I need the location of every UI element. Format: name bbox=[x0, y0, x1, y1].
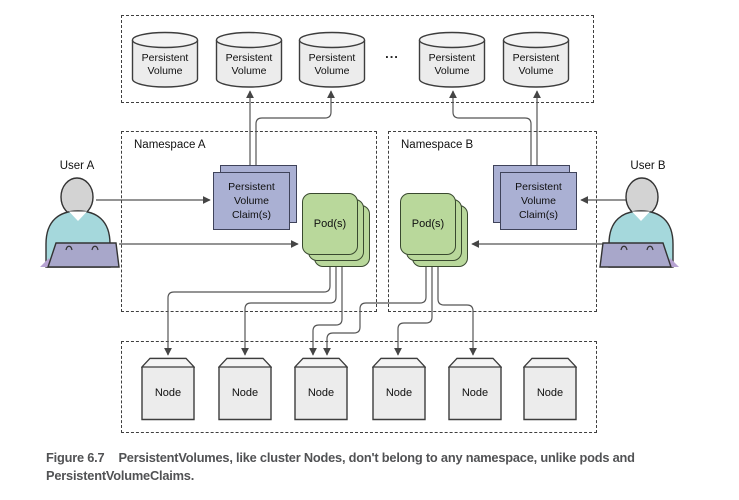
persistent-volume-3: Persistent Volume bbox=[298, 31, 366, 89]
arrow-pods-a-to-node3 bbox=[309, 258, 343, 356]
pvc-b-front-card: Persistent Volume Claim(s) bbox=[500, 172, 577, 230]
user-b-label: User B bbox=[630, 160, 666, 172]
arrow-pods-b-to-node4 bbox=[394, 258, 433, 356]
figure-caption-number: Figure 6.7 bbox=[46, 450, 105, 465]
node-3: Node bbox=[293, 357, 349, 421]
node-6: Node bbox=[522, 357, 578, 421]
persistent-volumes-box bbox=[121, 15, 594, 103]
cylinder-icon bbox=[298, 31, 366, 88]
arrow-pods-a-to-node1 bbox=[164, 258, 331, 356]
arrow-pods-b-to-node3 bbox=[323, 258, 427, 356]
arrow-pods-a-to-node2 bbox=[241, 258, 337, 356]
persistent-volume-label: Persistent Volume bbox=[225, 51, 273, 77]
cylinder-icon bbox=[418, 31, 486, 88]
node-box-icon bbox=[217, 357, 273, 421]
node-label: Node bbox=[154, 386, 182, 399]
pods-b-front-card: Pod(s) bbox=[400, 193, 456, 255]
node-box-icon bbox=[293, 357, 349, 421]
person-at-laptop-icon bbox=[40, 177, 120, 268]
persistent-volume-1: Persistent Volume bbox=[131, 31, 199, 89]
user-b-figure bbox=[599, 172, 683, 272]
persistent-volume-5: Persistent Volume bbox=[502, 31, 570, 89]
node-box-icon bbox=[447, 357, 503, 421]
node-label: Node bbox=[385, 386, 413, 399]
persistent-volume-4: Persistent Volume bbox=[418, 31, 486, 89]
persistent-volume-label: Persistent Volume bbox=[141, 51, 189, 77]
pvc-label: Persistent Volume Claim(s) bbox=[228, 181, 275, 221]
persistent-volume-2: Persistent Volume bbox=[215, 31, 283, 89]
namespace-a-title: Namespace A bbox=[134, 139, 206, 151]
pods-label: Pod(s) bbox=[313, 217, 347, 230]
cylinder-icon bbox=[502, 31, 570, 88]
node-2: Node bbox=[217, 357, 273, 421]
pvc-label: Persistent Volume Claim(s) bbox=[515, 181, 562, 221]
cylinder-icon bbox=[215, 31, 283, 88]
node-label: Node bbox=[307, 386, 335, 399]
node-5: Node bbox=[447, 357, 503, 421]
node-label: Node bbox=[536, 386, 564, 399]
node-box-icon bbox=[371, 357, 427, 421]
node-label: Node bbox=[231, 386, 259, 399]
namespace-b-box: Namespace B bbox=[388, 131, 597, 312]
figure-caption-text: PersistentVolumes, like cluster Nodes, d… bbox=[46, 450, 635, 483]
user-a-label: User A bbox=[59, 160, 95, 172]
person-at-laptop-icon bbox=[599, 177, 679, 268]
node-box-icon bbox=[140, 357, 196, 421]
nodes-box bbox=[121, 341, 597, 433]
node-box-icon bbox=[522, 357, 578, 421]
node-label: Node bbox=[461, 386, 489, 399]
user-a-figure bbox=[36, 172, 120, 272]
persistent-volume-label: Persistent Volume bbox=[512, 51, 560, 77]
more-volumes-ellipsis: ... bbox=[385, 46, 399, 61]
persistent-volume-label: Persistent Volume bbox=[308, 51, 356, 77]
cylinder-icon bbox=[131, 31, 199, 88]
namespace-a-box: Namespace A bbox=[121, 131, 377, 312]
pvc-a-front-card: Persistent Volume Claim(s) bbox=[213, 172, 290, 230]
persistent-volume-label: Persistent Volume bbox=[428, 51, 476, 77]
node-4: Node bbox=[371, 357, 427, 421]
pods-a-front-card: Pod(s) bbox=[302, 193, 358, 255]
node-1: Node bbox=[140, 357, 196, 421]
arrow-pods-b-to-node5 bbox=[437, 258, 477, 356]
arrow-pvc-a-to-pv3 bbox=[255, 90, 335, 166]
namespace-b-title: Namespace B bbox=[401, 139, 474, 151]
pods-label: Pod(s) bbox=[411, 217, 445, 230]
arrow-pvc-b-to-pv4 bbox=[449, 90, 532, 166]
